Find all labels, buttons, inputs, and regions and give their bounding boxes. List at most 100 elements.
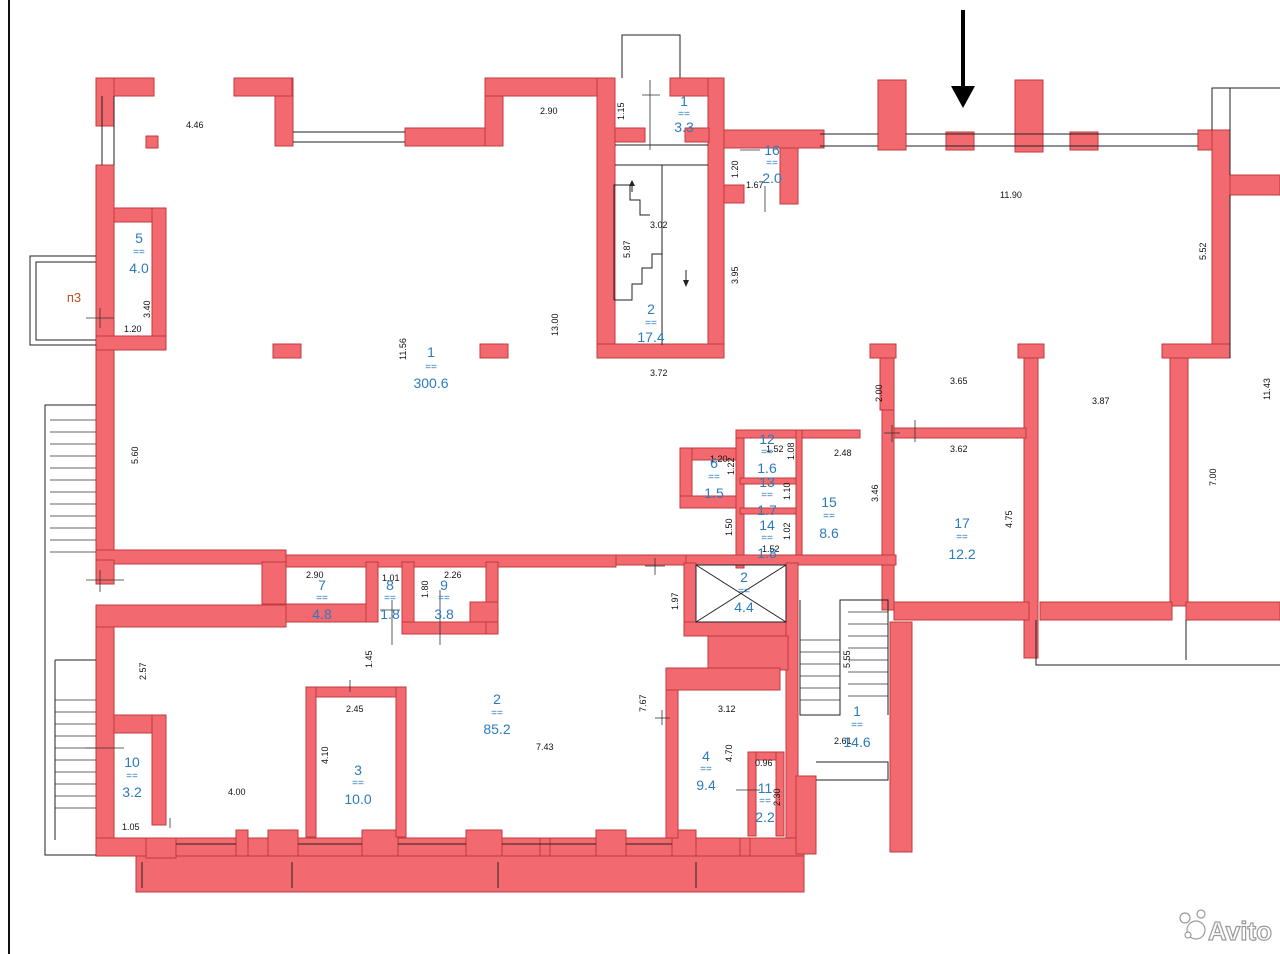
dim-label: 3.87 [1092,396,1110,406]
room-label-14: 14==1.8 [757,517,777,561]
room-label-6: 6==1.5 [704,455,724,501]
dim-label: 5.60 [130,446,140,464]
dim-label: 1.67 [746,180,764,190]
svg-text:==: == [645,318,657,329]
dim-label: 1.20 [124,324,142,334]
dim-label: 1.50 [724,518,734,536]
dim-label: 5.52 [1198,242,1208,260]
svg-text:==: == [491,708,503,719]
dim-label: 4.46 [186,120,204,130]
dim-label: 1.45 [364,650,374,668]
svg-text:10.0: 10.0 [344,791,371,807]
svg-text:==: == [823,511,835,522]
svg-text:4: 4 [702,748,710,764]
dim-label: 5.55 [842,650,852,668]
room-label-3: 3==10.0 [344,762,371,807]
dim-label: 11.43 [1262,378,1272,400]
svg-text:7: 7 [318,577,326,593]
svg-text:14: 14 [759,517,775,533]
dim-label: 2.00 [874,384,884,402]
dim-label: 1.15 [616,102,626,120]
dim-label: 3.95 [730,266,740,284]
dim-label: 11.90 [1000,190,1022,200]
dim-label: 7.43 [536,742,554,752]
svg-text:17: 17 [954,515,970,531]
svg-text:==: == [316,593,328,604]
svg-text:1.5: 1.5 [704,485,724,501]
svg-text:==: == [761,533,773,544]
dim-label: 2.90 [540,106,558,116]
svg-text:==: == [133,247,145,258]
room-label-7: 7==4.8 [312,577,332,622]
dim-label: 7.67 [638,694,648,712]
svg-text:3.8: 3.8 [434,606,454,622]
dim-label: 1.97 [670,592,680,610]
dim-label: 3.02 [650,220,668,230]
svg-text:8: 8 [386,577,394,593]
dim-label: 1.02 [782,522,792,540]
room-labels: 1==3.3 16==2.0 5==4.0 2==17.4 1==300.6 6… [122,93,976,825]
dim-label: 4.75 [1004,510,1014,528]
svg-text:4.0: 4.0 [129,260,149,276]
svg-text:12.2: 12.2 [948,546,975,562]
dim-label: 7.00 [1208,468,1218,486]
svg-text:==: == [766,158,778,169]
dim-label: 2.45 [346,704,364,714]
dim-label: 1.20 [710,454,728,464]
svg-text:==: == [708,472,720,483]
page-border [8,0,10,954]
svg-text:15: 15 [821,494,837,510]
svg-text:==: == [956,532,968,543]
dim-label: 1.80 [420,580,430,598]
svg-text:1: 1 [853,703,861,719]
dim-label: 11.56 [398,338,408,360]
room-label-17: 17== 12.2 [948,515,975,562]
dim-label: 1.05 [122,822,140,832]
avito-watermark: Avito [1179,909,1273,947]
dim-label: 1.01 [382,573,400,583]
room-label-2-17.4: 2==17.4 [637,301,664,345]
svg-text:==: == [126,771,138,782]
svg-text:==: == [425,362,437,373]
svg-text:17.4: 17.4 [637,329,664,345]
svg-text:85.2: 85.2 [483,721,510,737]
room-label-11: 11==2.2 [755,780,775,825]
svg-text:12: 12 [759,431,775,447]
porch-tag: п3 [67,290,81,305]
room-label-5: 5== 4.0 [129,230,149,276]
svg-text:5: 5 [135,230,143,246]
dim-label: 3.65 [950,376,968,386]
svg-text:==: == [352,778,364,789]
svg-text:3.3: 3.3 [674,119,694,135]
room-label-2-4.4: 2==4.4 [734,569,754,615]
dim-label: 2.61 [834,736,852,746]
dim-label: 1.22 [726,457,736,475]
porch-outline [621,34,681,78]
room-label-4: 4==9.4 [696,748,716,793]
dim-label: 2.57 [138,662,148,680]
dim-label: 2.90 [306,570,324,580]
dim-label: 1.52 [762,544,780,554]
room-label-1-3.3: 1==3.3 [674,93,694,135]
svg-text:2: 2 [647,301,655,317]
dim-label: 1.08 [786,442,796,460]
dim-label: 1.52 [766,444,784,454]
svg-text:1.7: 1.7 [757,502,777,518]
dimension-labels: 4.46 2.90 1.15 1.20 1.67 11.90 3.02 5.87… [122,102,1272,832]
svg-text:2.0: 2.0 [762,170,782,186]
svg-text:1: 1 [427,344,435,360]
dim-label: 2.26 [444,570,462,580]
stair-and-outline-lines [29,80,1280,888]
dim-label: 13.00 [550,313,560,336]
svg-text:2.2: 2.2 [755,809,775,825]
svg-text:Avito: Avito [1208,916,1272,946]
svg-text:13: 13 [759,474,775,490]
svg-text:300.6: 300.6 [413,375,448,391]
dim-label: 3.72 [650,368,668,378]
svg-text:==: == [761,447,773,458]
svg-text:4.4: 4.4 [734,599,754,615]
svg-text:10: 10 [124,754,140,770]
entrance-arrow-icon [951,10,975,108]
svg-text:1.8: 1.8 [757,545,777,561]
